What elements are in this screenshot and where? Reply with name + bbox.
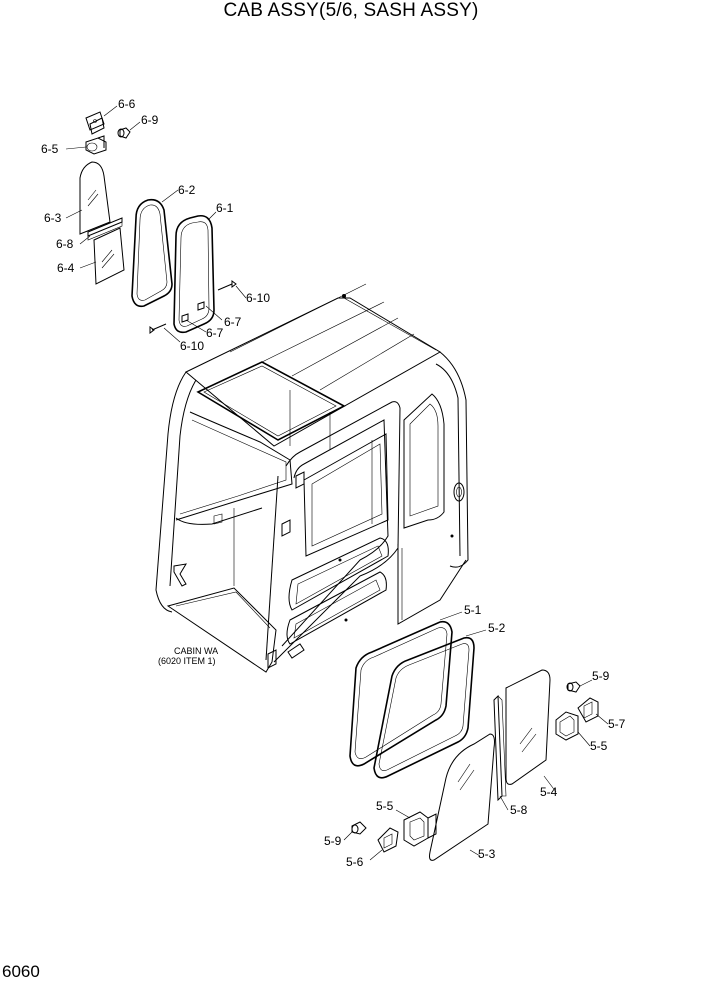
part-6-1	[173, 214, 215, 334]
part-6-10-screw-left	[149, 323, 167, 334]
label-5-6: 5-6	[346, 855, 364, 869]
label-6-7-upper: 6-7	[224, 315, 242, 329]
label-6-4: 6-4	[57, 261, 75, 275]
label-5-2: 5-2	[488, 621, 506, 635]
cabin-body	[155, 283, 469, 673]
page-number: 6060	[2, 962, 40, 981]
part-6-6	[85, 111, 105, 135]
label-5-5-upper: 5-5	[590, 739, 608, 753]
part-5-5-lower	[403, 811, 437, 847]
label-6-9: 6-9	[141, 113, 159, 127]
label-6-6: 6-6	[118, 97, 136, 111]
part-5-7	[577, 697, 599, 723]
label-6-2: 6-2	[178, 183, 196, 197]
part-5-8	[493, 694, 507, 802]
label-5-9-upper: 5-9	[592, 669, 610, 683]
part-6-9	[117, 127, 131, 139]
part-5-5-upper	[555, 711, 579, 741]
part-5-1	[349, 620, 453, 767]
label-6-5: 6-5	[41, 142, 59, 156]
label-6-10-right: 6-10	[246, 291, 270, 305]
label-5-5-lower: 5-5	[376, 799, 394, 813]
label-6-7-lower: 6-7	[206, 326, 224, 340]
part-5-9-upper	[566, 681, 581, 693]
label-5-3: 5-3	[478, 847, 496, 861]
part-6-2	[131, 198, 173, 308]
label-6-8: 6-8	[56, 237, 74, 251]
label-5-4: 5-4	[540, 785, 558, 799]
part-5-3	[429, 733, 495, 861]
label-5-7: 5-7	[608, 717, 626, 731]
label-6-1: 6-1	[216, 201, 234, 215]
label-6-10-left: 6-10	[180, 339, 204, 353]
part-6-3	[79, 161, 111, 235]
part-6-10-screw-right	[217, 280, 237, 291]
part-5-4	[505, 669, 551, 785]
part-5-9-lower	[351, 821, 367, 835]
part-5-6	[377, 827, 399, 853]
label-5-1: 5-1	[464, 603, 482, 617]
cabin-note-line2: (6020 ITEM 1)	[158, 656, 216, 666]
label-6-3: 6-3	[44, 211, 62, 225]
label-5-9-lower: 5-9	[324, 834, 342, 848]
part-6-8	[87, 217, 123, 241]
page-title: CAB ASSY(5/6, SASH ASSY)	[223, 0, 479, 21]
part-6-4	[93, 227, 125, 285]
label-5-8: 5-8	[510, 803, 528, 817]
part-5-2	[373, 636, 475, 779]
cabin-note-line1: CABIN WA	[174, 646, 218, 656]
part-6-5	[85, 135, 107, 155]
